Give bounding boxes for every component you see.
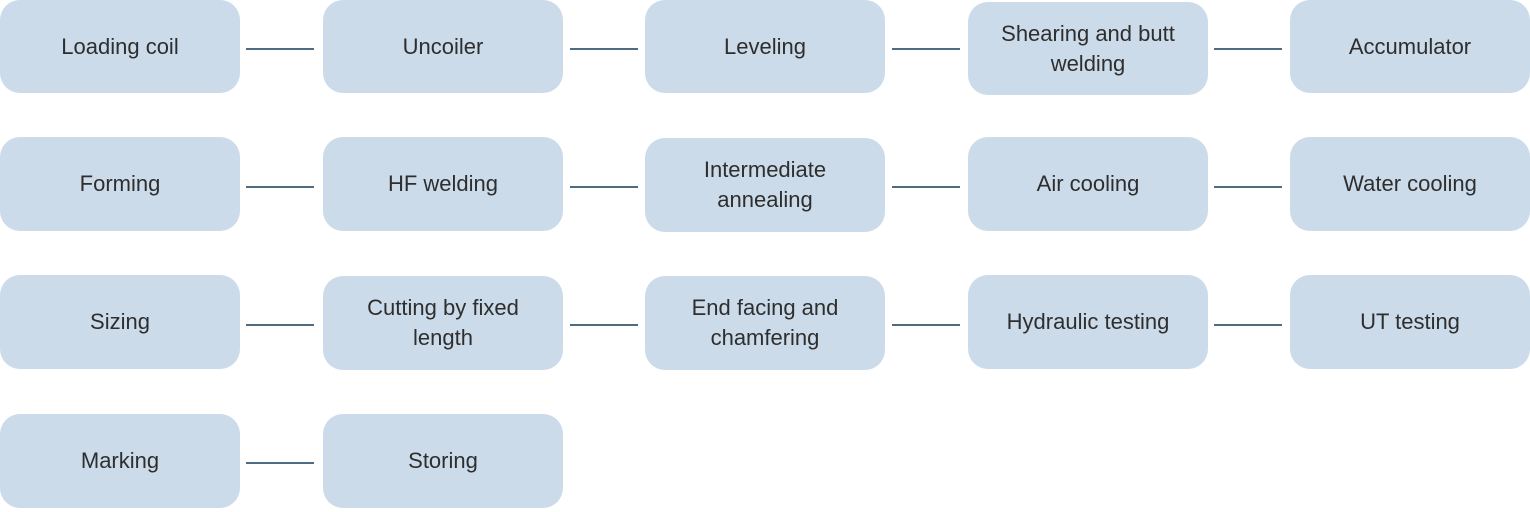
connector — [892, 324, 960, 326]
connector — [1214, 186, 1282, 188]
connector — [1214, 324, 1282, 326]
connector — [570, 48, 638, 50]
step-water-cooling: Water cooling — [1290, 137, 1530, 231]
step-loading-coil: Loading coil — [0, 0, 240, 93]
connector — [246, 462, 314, 464]
connector — [570, 186, 638, 188]
step-leveling: Leveling — [645, 0, 885, 93]
step-end-facing-and-chamfering: End facing and chamfering — [645, 276, 885, 370]
connector — [570, 324, 638, 326]
step-shearing-and-butt-welding: Shearing and butt welding — [968, 2, 1208, 95]
step-hydraulic-testing: Hydraulic testing — [968, 275, 1208, 369]
step-uncoiler: Uncoiler — [323, 0, 563, 93]
connector — [892, 186, 960, 188]
step-accumulator: Accumulator — [1290, 0, 1530, 93]
step-hf-welding: HF welding — [323, 137, 563, 231]
step-cutting-by-fixed-length: Cutting by fixed length — [323, 276, 563, 370]
step-sizing: Sizing — [0, 275, 240, 369]
step-storing: Storing — [323, 414, 563, 508]
step-ut-testing: UT testing — [1290, 275, 1530, 369]
step-intermediate-annealing: Intermediate annealing — [645, 138, 885, 232]
connector — [246, 324, 314, 326]
connector — [246, 48, 314, 50]
connector — [892, 48, 960, 50]
step-air-cooling: Air cooling — [968, 137, 1208, 231]
step-forming: Forming — [0, 137, 240, 231]
connector — [1214, 48, 1282, 50]
step-marking: Marking — [0, 414, 240, 508]
connector — [246, 186, 314, 188]
